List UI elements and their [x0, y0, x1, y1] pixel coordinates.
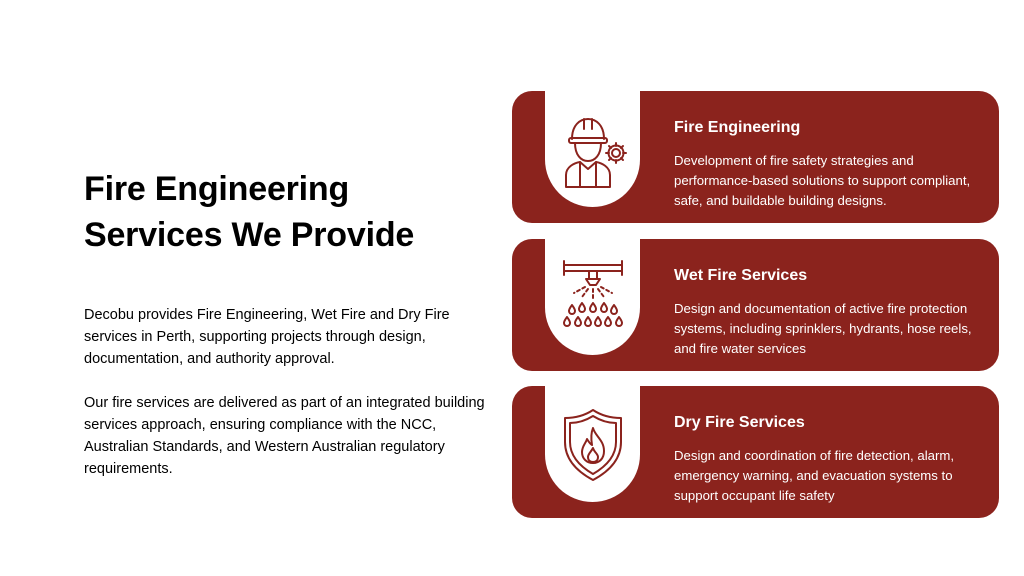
intro-paragraph-1: Decobu provides Fire Engineering, Wet Fi…	[84, 307, 450, 367]
engineer-icon	[564, 118, 627, 188]
page-title-line-1: Fire Engineering	[84, 170, 350, 208]
service-icon-tab	[545, 239, 640, 355]
fire-shield-icon	[563, 409, 622, 481]
page-title-line-2: Services We Provide	[84, 216, 415, 254]
service-description: Design and documentation of active fire …	[674, 301, 972, 356]
service-card-fire-engineering: Fire Engineering Development of fire saf…	[512, 91, 999, 223]
service-description: Design and coordination of fire detectio…	[674, 448, 955, 503]
intro-paragraph-2: Our fire services are delivered as part …	[84, 395, 485, 477]
service-description: Development of fire safety strategies an…	[674, 153, 971, 208]
page-title: Fire Engineering Services We Provide	[84, 166, 494, 258]
service-title: Dry Fire Services	[674, 414, 805, 431]
service-title: Wet Fire Services	[674, 267, 808, 284]
service-title: Fire Engineering	[674, 119, 801, 136]
intro-section: Fire Engineering Services We Provide Dec…	[84, 166, 494, 480]
sprinkler-icon	[562, 260, 623, 327]
service-card-wet-fire: Wet Fire Services Design and documentati…	[512, 239, 999, 371]
service-icon-tab	[545, 91, 640, 207]
service-icon-tab	[545, 386, 640, 502]
service-card-dry-fire: Dry Fire Services Design and coordinatio…	[512, 386, 999, 518]
